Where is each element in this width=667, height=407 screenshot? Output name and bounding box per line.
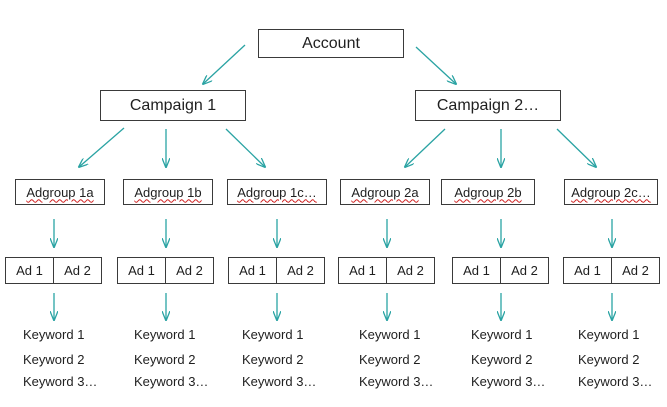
ad-2-cell: Ad 2 [386,258,434,283]
keyword-3: Keyword 3… [134,374,209,389]
keyword-2: Keyword 2 [23,352,85,367]
ad-2-cell: Ad 2 [53,258,101,283]
ad-2-cell: Ad 2 [611,258,659,283]
keyword-1: Keyword 1 [134,327,196,342]
ad-1-cell: Ad 1 [16,263,43,278]
ads-pair-2c: Ad 1 Ad 2 [563,257,660,284]
adgroup-2a-box: Adgroup 2a [340,179,430,205]
ad-1-cell: Ad 1 [239,263,266,278]
keyword-3: Keyword 3… [578,374,653,389]
arrow-campaign-2-adgroup-2a [405,128,446,167]
account-label: Account [302,34,360,52]
ad-2-cell: Ad 2 [276,258,324,283]
arrow-account-campaign-2 [415,46,456,84]
adgroup-2b-box: Adgroup 2b [441,179,535,205]
adgroup-2c-label: Adgroup 2c… [571,184,651,200]
keyword-2: Keyword 2 [242,352,304,367]
ad-2-cell: Ad 2 [165,258,213,283]
keyword-2: Keyword 2 [134,352,196,367]
keyword-3: Keyword 3… [471,374,546,389]
keyword-1: Keyword 1 [471,327,533,342]
adgroup-2b-label: Adgroup 2b [454,184,522,200]
adgroup-2a-label: Adgroup 2a [351,184,419,200]
account-box: Account [258,29,404,58]
ad-2-cell: Ad 2 [500,258,548,283]
ads-pair-2b: Ad 1 Ad 2 [452,257,549,284]
adgroup-1a-box: Adgroup 1a [15,179,105,205]
ad-1-cell: Ad 1 [574,263,601,278]
keyword-1: Keyword 1 [242,327,304,342]
adgroup-1c-box: Adgroup 1c… [227,179,327,205]
keyword-1: Keyword 1 [359,327,421,342]
adgroup-1a-label: Adgroup 1a [26,184,94,200]
arrow-account-campaign-1 [203,44,246,84]
ads-pair-1a: Ad 1 Ad 2 [5,257,102,284]
campaign-2-label: Campaign 2… [436,96,540,114]
campaign-2-box: Campaign 2… [415,90,561,121]
arrow-campaign-2-adgroup-2c [556,128,596,167]
adgroup-1b-box: Adgroup 1b [123,179,213,205]
arrow-campaign-1-adgroup-1a [79,127,125,167]
keyword-3: Keyword 3… [23,374,98,389]
ads-pair-2a: Ad 1 Ad 2 [338,257,435,284]
keyword-3: Keyword 3… [359,374,434,389]
keyword-3: Keyword 3… [242,374,317,389]
ad-1-cell: Ad 1 [128,263,155,278]
adgroup-2c-box: Adgroup 2c… [564,179,658,205]
ads-pair-1b: Ad 1 Ad 2 [117,257,214,284]
campaign-1-box: Campaign 1 [100,90,246,121]
keyword-2: Keyword 2 [578,352,640,367]
adgroup-1b-label: Adgroup 1b [134,184,202,200]
arrow-campaign-1-adgroup-1c [225,128,265,167]
adgroup-1c-label: Adgroup 1c… [237,184,317,200]
keyword-1: Keyword 1 [578,327,640,342]
ads-pair-1c: Ad 1 Ad 2 [228,257,325,284]
ad-1-cell: Ad 1 [463,263,490,278]
campaign-1-label: Campaign 1 [129,96,217,114]
keyword-1: Keyword 1 [23,327,85,342]
ad-1-cell: Ad 1 [349,263,376,278]
keyword-2: Keyword 2 [471,352,533,367]
keyword-2: Keyword 2 [359,352,421,367]
